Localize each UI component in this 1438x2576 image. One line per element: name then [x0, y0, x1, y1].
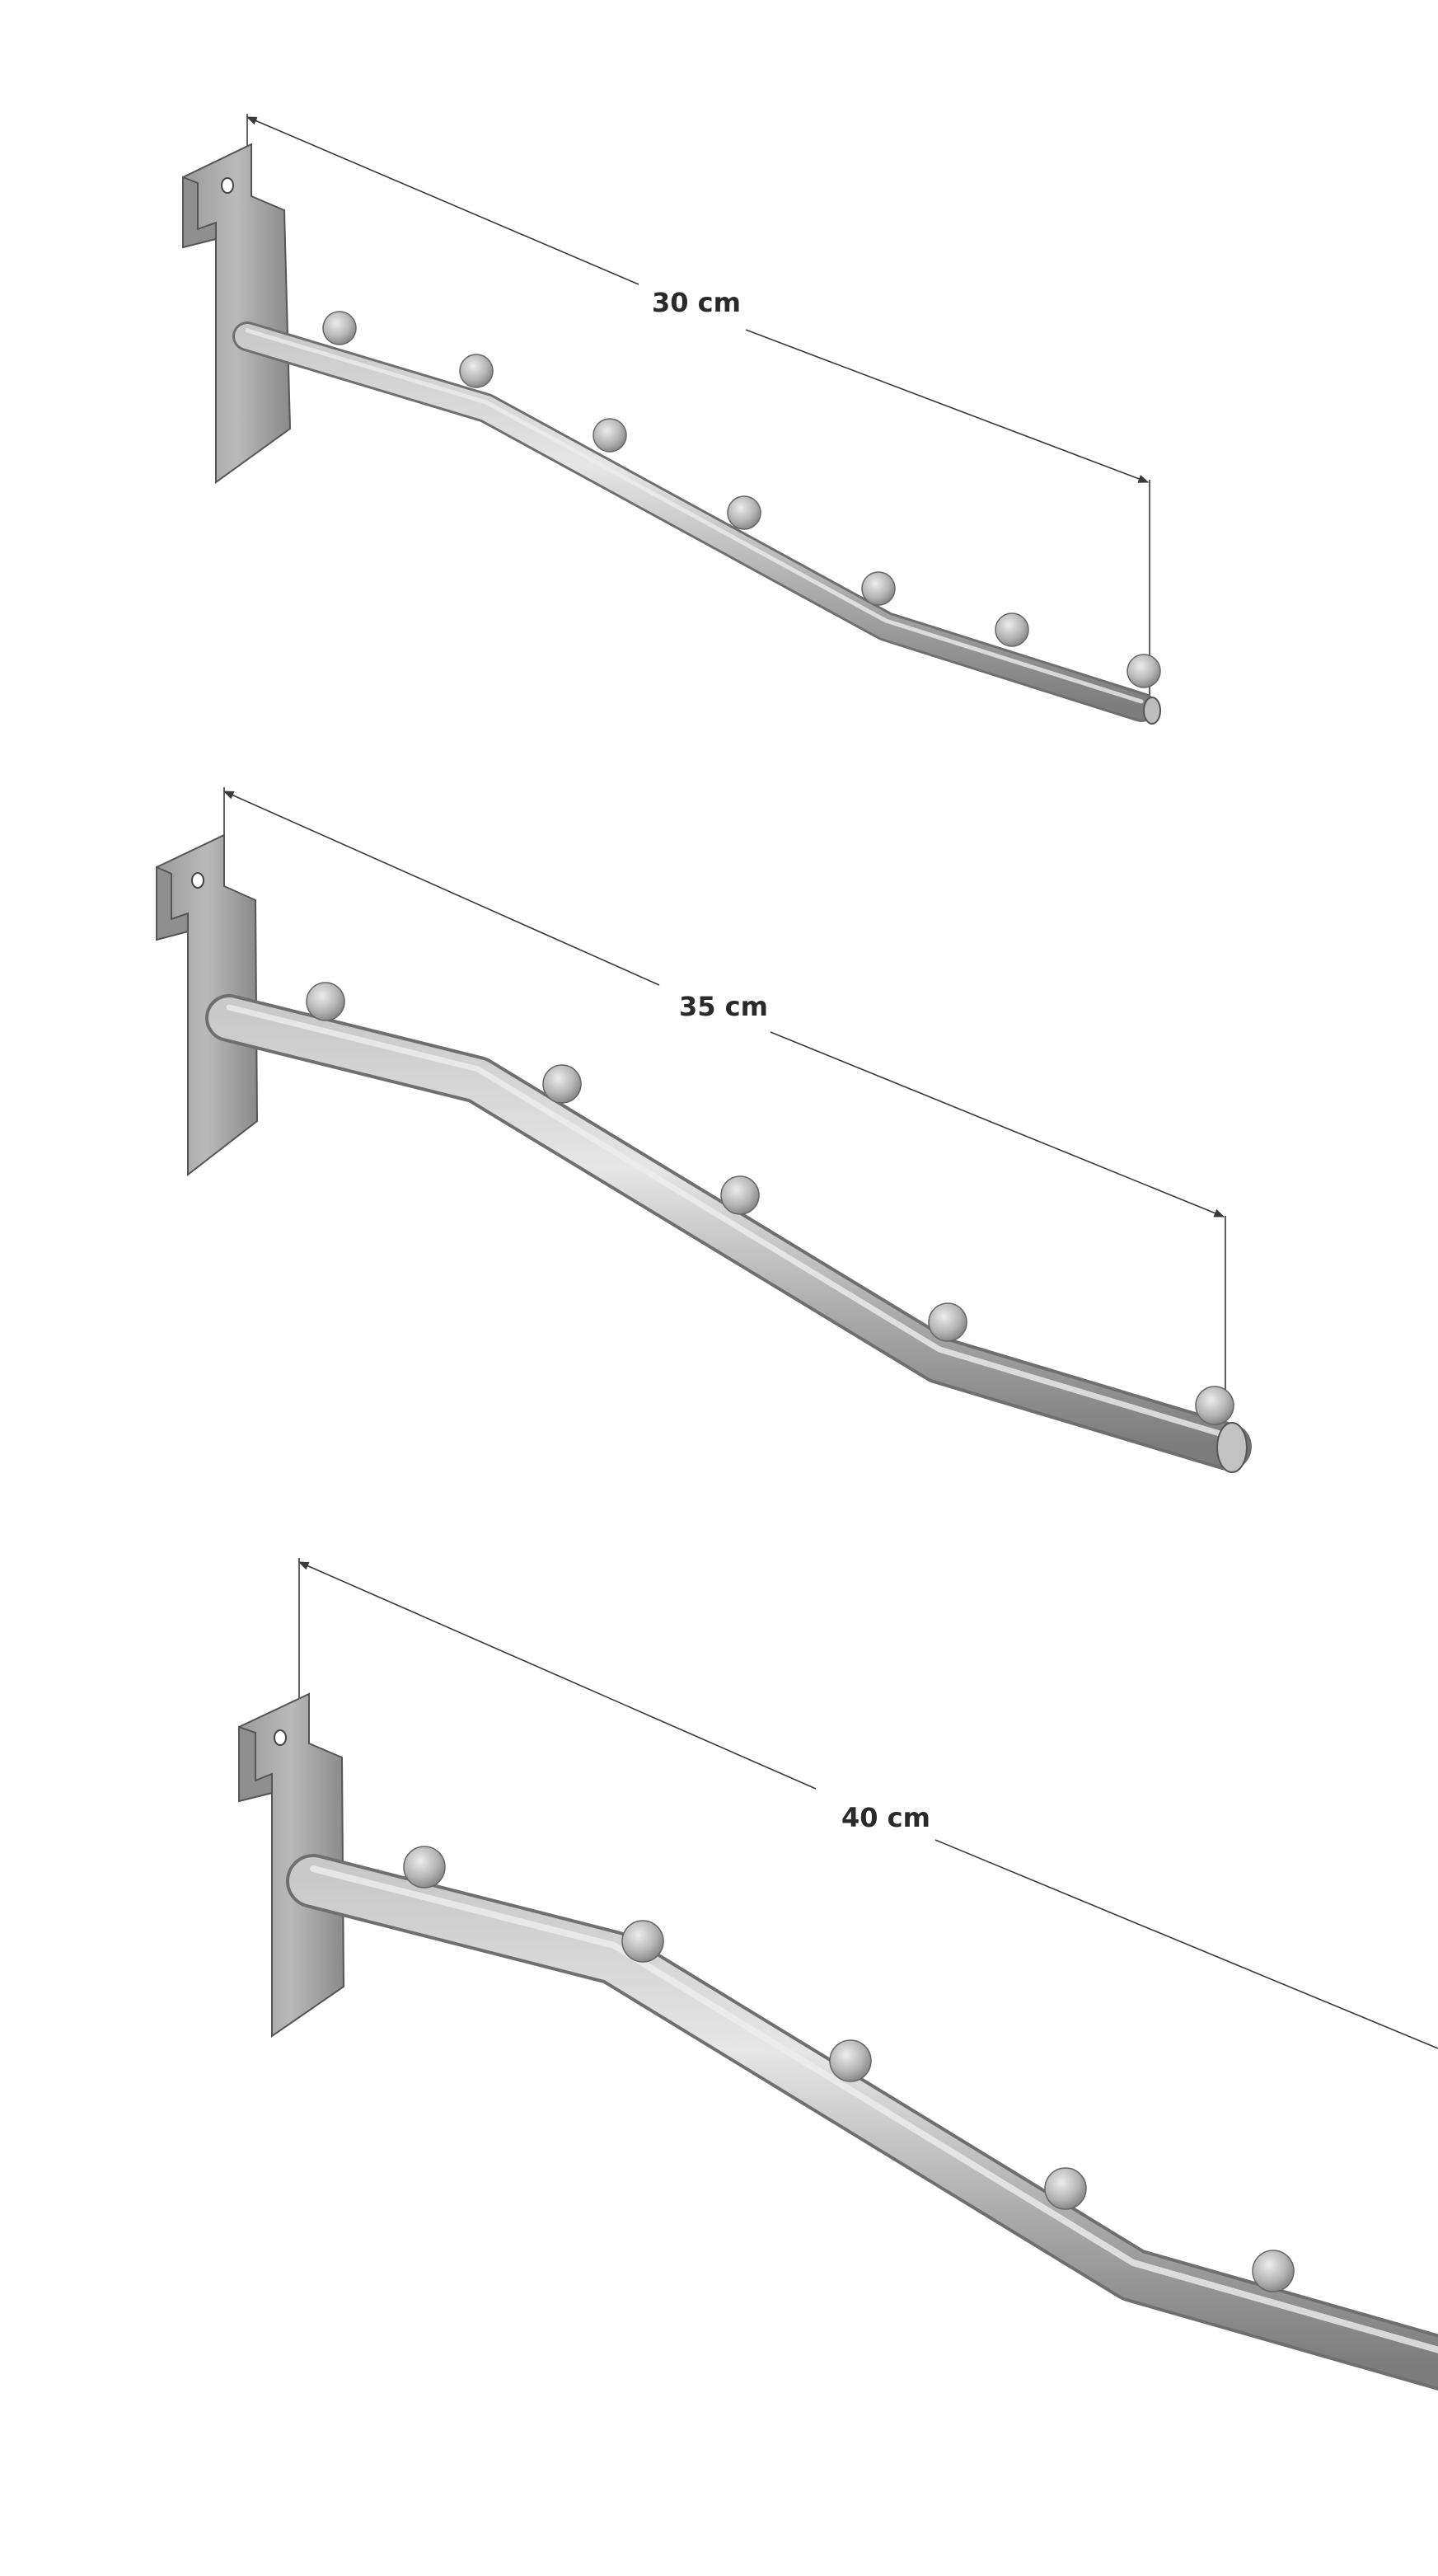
mounting-hole	[221, 177, 234, 194]
peg-ball	[829, 2039, 872, 2082]
wall-bracket	[182, 143, 292, 484]
peg-ball	[1127, 654, 1161, 688]
peg-ball	[1195, 1386, 1234, 1425]
peg-ball	[1252, 2250, 1295, 2292]
peg-ball	[861, 571, 896, 606]
peg-ball	[720, 1175, 760, 1215]
dimension-line-30cm: 30 cm	[246, 114, 1150, 717]
dimension-label-40cm: 40 cm	[841, 1802, 930, 1833]
hook-rod	[286, 1854, 1438, 2391]
peg-ball	[403, 1846, 446, 1889]
peg-ball	[306, 982, 345, 1021]
pegs	[403, 1846, 1295, 2292]
hook-40cm: 40 cm	[238, 1558, 1438, 2391]
mounting-hole	[274, 1729, 287, 1746]
dimension-line-40cm: 40 cm	[297, 1558, 1438, 2049]
peg-ball	[928, 1302, 967, 1342]
peg-ball	[1044, 2167, 1087, 2210]
dimension-label-30cm: 30 cm	[652, 287, 741, 318]
peg-ball	[621, 1920, 664, 1963]
dimension-line-35cm: 35 cm	[222, 787, 1226, 1401]
hook-rod	[232, 321, 1161, 725]
hook-35cm: 35 cm	[156, 787, 1252, 1473]
peg-ball	[727, 495, 761, 530]
hook-30cm: 30 cm	[182, 114, 1161, 725]
peg-ball	[542, 1064, 582, 1104]
mounting-hole	[191, 872, 204, 889]
peg-ball	[995, 612, 1029, 647]
peg-ball	[322, 311, 357, 345]
hook-rod	[205, 994, 1252, 1473]
pegs	[322, 311, 1161, 688]
wall-bracket	[156, 833, 259, 1177]
peg-ball	[593, 418, 627, 453]
peg-ball	[459, 354, 494, 388]
dimension-label-35cm: 35 cm	[679, 991, 768, 1022]
pegs	[306, 982, 1234, 1425]
